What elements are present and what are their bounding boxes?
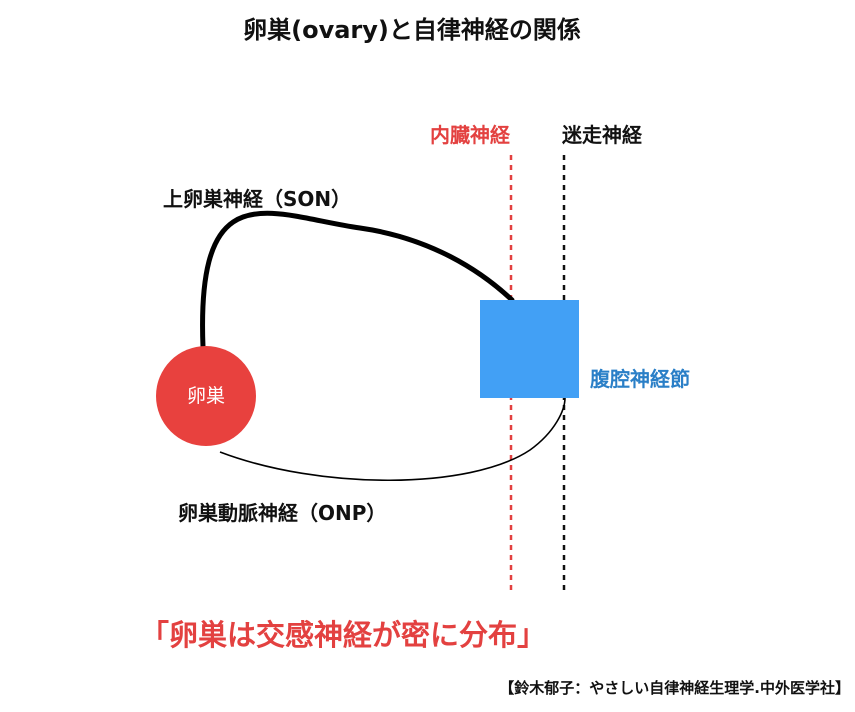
celiac-ganglion-box xyxy=(480,300,579,398)
visceral-nerve-label: 内臓神経 xyxy=(430,123,511,147)
citation-text: 【鈴木郁子：やさしい自律神経生理学.中外医学社】 xyxy=(499,679,850,697)
son-nerve-path xyxy=(200,210,515,350)
ovary-circle xyxy=(156,346,256,446)
onp-nerve-path xyxy=(219,397,566,482)
celiac-ganglion-label: 腹腔神経節 xyxy=(590,367,690,391)
ovary-label: 卵巣 xyxy=(187,385,225,407)
onp-label: 卵巣動脈神経（ONP） xyxy=(178,501,386,525)
vagus-nerve-label: 迷走神経 xyxy=(561,123,643,147)
conclusion-text: 「卵巣は交感神経が密に分布」 xyxy=(140,618,546,652)
son-label: 上卵巣神経（SON） xyxy=(163,187,351,211)
diagram-title: 卵巣(ovary)と自律神経の関係 xyxy=(243,16,581,44)
